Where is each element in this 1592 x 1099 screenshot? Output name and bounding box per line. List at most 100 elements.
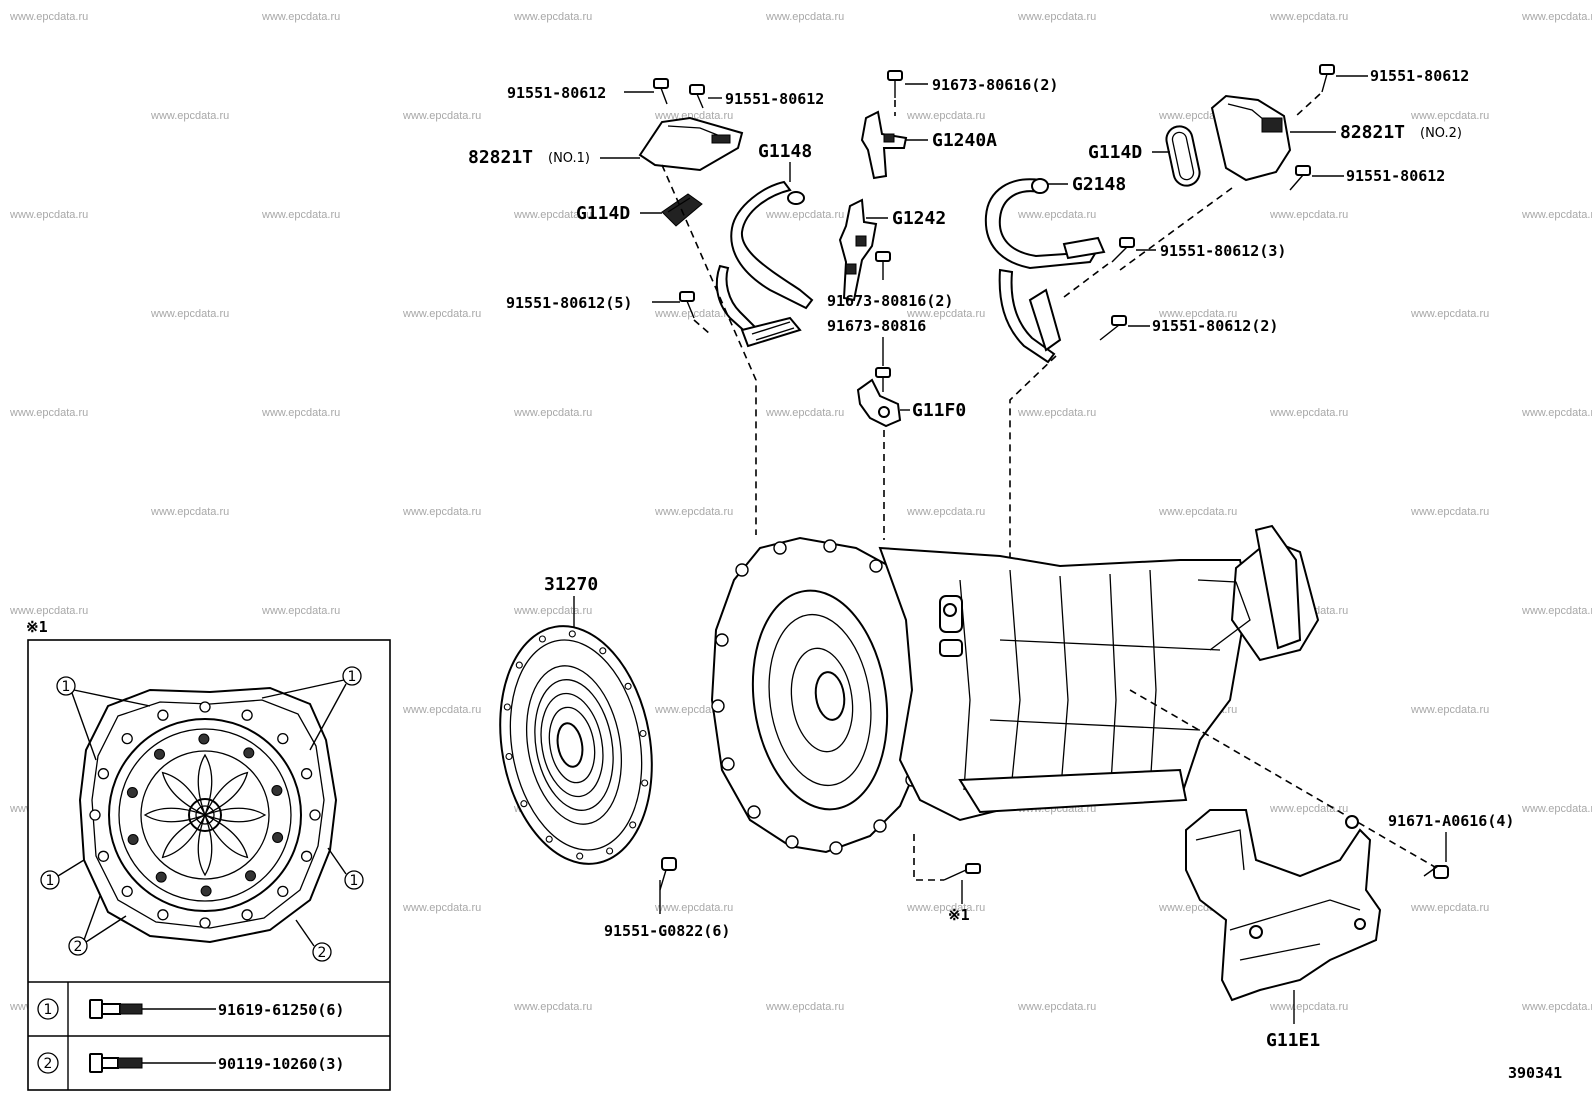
watermark-text: www.epcdata.ru: [1521, 11, 1592, 23]
watermark-text: www.epcdata.ru: [150, 110, 229, 122]
watermark-text: www.epcdata.ru: [1410, 902, 1489, 914]
inset-legend-row-2: 2 90119-10260(3): [37, 1052, 344, 1074]
svg-text:1: 1: [348, 669, 357, 685]
bracket-no2-icon: [1210, 94, 1336, 182]
watermark-text: www.epcdata.ru: [654, 506, 733, 518]
svg-text:2: 2: [318, 945, 327, 961]
callout-bolt-top-right-b: 91551-80612: [1346, 167, 1445, 185]
watermark-text: www.epcdata.ru: [513, 407, 592, 419]
legend-part-2: 90119-10260(3): [218, 1055, 344, 1073]
bolt-right-group-b-icon: [1099, 315, 1150, 341]
harness-g2148-icon: [984, 178, 1106, 364]
watermark-text: www.epcdata.ru: [654, 308, 733, 320]
watermark-text: www.epcdata.ru: [1017, 407, 1096, 419]
watermark-text: www.epcdata.ru: [765, 407, 844, 419]
bracket-no1-icon: [600, 116, 744, 172]
watermark-text: www.epcdata.ru: [402, 506, 481, 518]
watermark-text: www.epcdata.ru: [906, 506, 985, 518]
watermark-text: www.epcdata.ru: [1410, 308, 1489, 320]
watermark-text: www.epcdata.ru: [261, 407, 340, 419]
watermark-text: www.epcdata.ru: [150, 308, 229, 320]
inset-housing-icon: [78, 686, 338, 944]
watermark-text: www.epcdata.ru: [513, 1001, 592, 1013]
watermark-text: www.epcdata.ru: [150, 506, 229, 518]
watermark-text: www.epcdata.ru: [9, 407, 88, 419]
bolt-center-a-icon: [875, 251, 891, 280]
watermark-text: www.epcdata.ru: [1017, 11, 1096, 23]
svg-text:1: 1: [350, 873, 359, 889]
watermark-text: www.epcdata.ru: [1521, 1001, 1592, 1013]
watermark-text: www.epcdata.ru: [513, 605, 592, 617]
bolt-note-ref-icon: [913, 834, 981, 904]
callout-bracket-no1-code: 82821T: [468, 147, 533, 168]
callout-bracket-g1242: G1242: [892, 208, 946, 229]
watermark-text: www.epcdata.ru: [513, 11, 592, 23]
callout-bolt-top-right-a: 91551-80612: [1370, 67, 1469, 85]
svg-text:1: 1: [46, 873, 55, 889]
watermark-text: www.epcdata.ru: [1521, 605, 1592, 617]
diagram-number: 390341: [1508, 1064, 1562, 1082]
transmission-icon: [710, 524, 1320, 855]
callout-bracket-g11f0: G11F0: [912, 400, 966, 421]
callout-bolt-right-group-b: 91551-80612(2): [1152, 317, 1278, 335]
watermark-text: www.epcdata.ru: [9, 605, 88, 617]
watermark-text: www.epcdata.ru: [402, 902, 481, 914]
bracket-g11f0-icon: [856, 367, 910, 540]
inset-marker-group-1: 1 1 1 1: [40, 666, 364, 890]
watermark-text: www.epcdata.ru: [1158, 506, 1237, 518]
cover-g11e1-icon: [1185, 809, 1382, 1002]
bolt-top-left-b-icon: [689, 84, 722, 109]
bolt-left-group-icon: [652, 291, 711, 335]
watermark-text: www.epcdata.ru: [1269, 209, 1348, 221]
callout-bolt-top-left-b: 91551-80612: [725, 90, 824, 108]
watermark-text: www.epcdata.ru: [402, 110, 481, 122]
watermark-text: www.epcdata.ru: [1521, 407, 1592, 419]
watermark-text: www.epcdata.ru: [1410, 704, 1489, 716]
watermark-text: www.epcdata.ru: [654, 110, 733, 122]
legend-part-1: 91619-61250(6): [218, 1001, 344, 1019]
bolt-90119-icon: [89, 1053, 143, 1073]
callout-bolt-top-left-a: 91551-80612: [507, 84, 606, 102]
watermark-text: www.epcdata.ru: [906, 110, 985, 122]
watermark-text: www.epcdata.ru: [1269, 407, 1348, 419]
watermark-text: www.epcdata.ru: [1158, 308, 1237, 320]
bolt-91619-icon: [89, 999, 143, 1019]
svg-text:1: 1: [62, 679, 71, 695]
harness-g1148-icon: [715, 180, 814, 348]
callout-cover-g11e1: G11E1: [1266, 1030, 1320, 1051]
watermark-text: www.epcdata.ru: [1017, 1001, 1096, 1013]
watermark-text: www.epcdata.ru: [1017, 209, 1096, 221]
watermark-text: www.epcdata.ru: [9, 11, 88, 23]
bracket-g1240a-icon: [860, 110, 928, 180]
callout-bracket-no2-code: 82821T: [1340, 122, 1405, 143]
callout-torque-converter: 31270: [544, 574, 598, 595]
bolt-cover-icon: [1423, 832, 1449, 879]
callout-harness-g1148: G1148: [758, 141, 812, 162]
watermark-text: www.epcdata.ru: [402, 704, 481, 716]
svg-text:1: 1: [44, 1002, 53, 1018]
bolt-top-right-b-icon: [1289, 165, 1344, 191]
inset-title: ※1: [26, 618, 48, 636]
torque-converter-icon: [499, 625, 653, 865]
watermark-text: www.epcdata.ru: [1521, 209, 1592, 221]
callout-bolt-left-group: 91551-80612(5): [506, 294, 632, 312]
callout-bracket-no1-suffix: (NO.1): [548, 151, 590, 166]
watermark-text: www.epcdata.ru: [765, 209, 844, 221]
callout-bolt-center-b: 91673-80816: [827, 317, 926, 335]
callout-clamp-g114d-left: G114D: [576, 203, 630, 224]
svg-text:2: 2: [44, 1056, 53, 1072]
watermark-text: www.epcdata.ru: [906, 308, 985, 320]
callout-bolt-converter: 91551-G0822(6): [604, 922, 730, 940]
callout-clamp-g114d-right: G114D: [1088, 142, 1142, 163]
inset-legend-row-1: 1 91619-61250(6): [37, 998, 344, 1020]
watermark-text: www.epcdata.ru: [1269, 1001, 1348, 1013]
callout-bolt-center-a: 91673-80816(2): [827, 292, 953, 310]
watermark-text: www.epcdata.ru: [1521, 803, 1592, 815]
callout-bolt-top-center: 91673-80616(2): [932, 76, 1058, 94]
bolt-top-center-icon: [887, 70, 928, 116]
watermark-text: www.epcdata.ru: [1410, 506, 1489, 518]
clamp-g114d-right-icon: [1152, 125, 1201, 187]
watermark-text: www.epcdata.ru: [402, 308, 481, 320]
watermark-text: www.epcdata.ru: [261, 11, 340, 23]
